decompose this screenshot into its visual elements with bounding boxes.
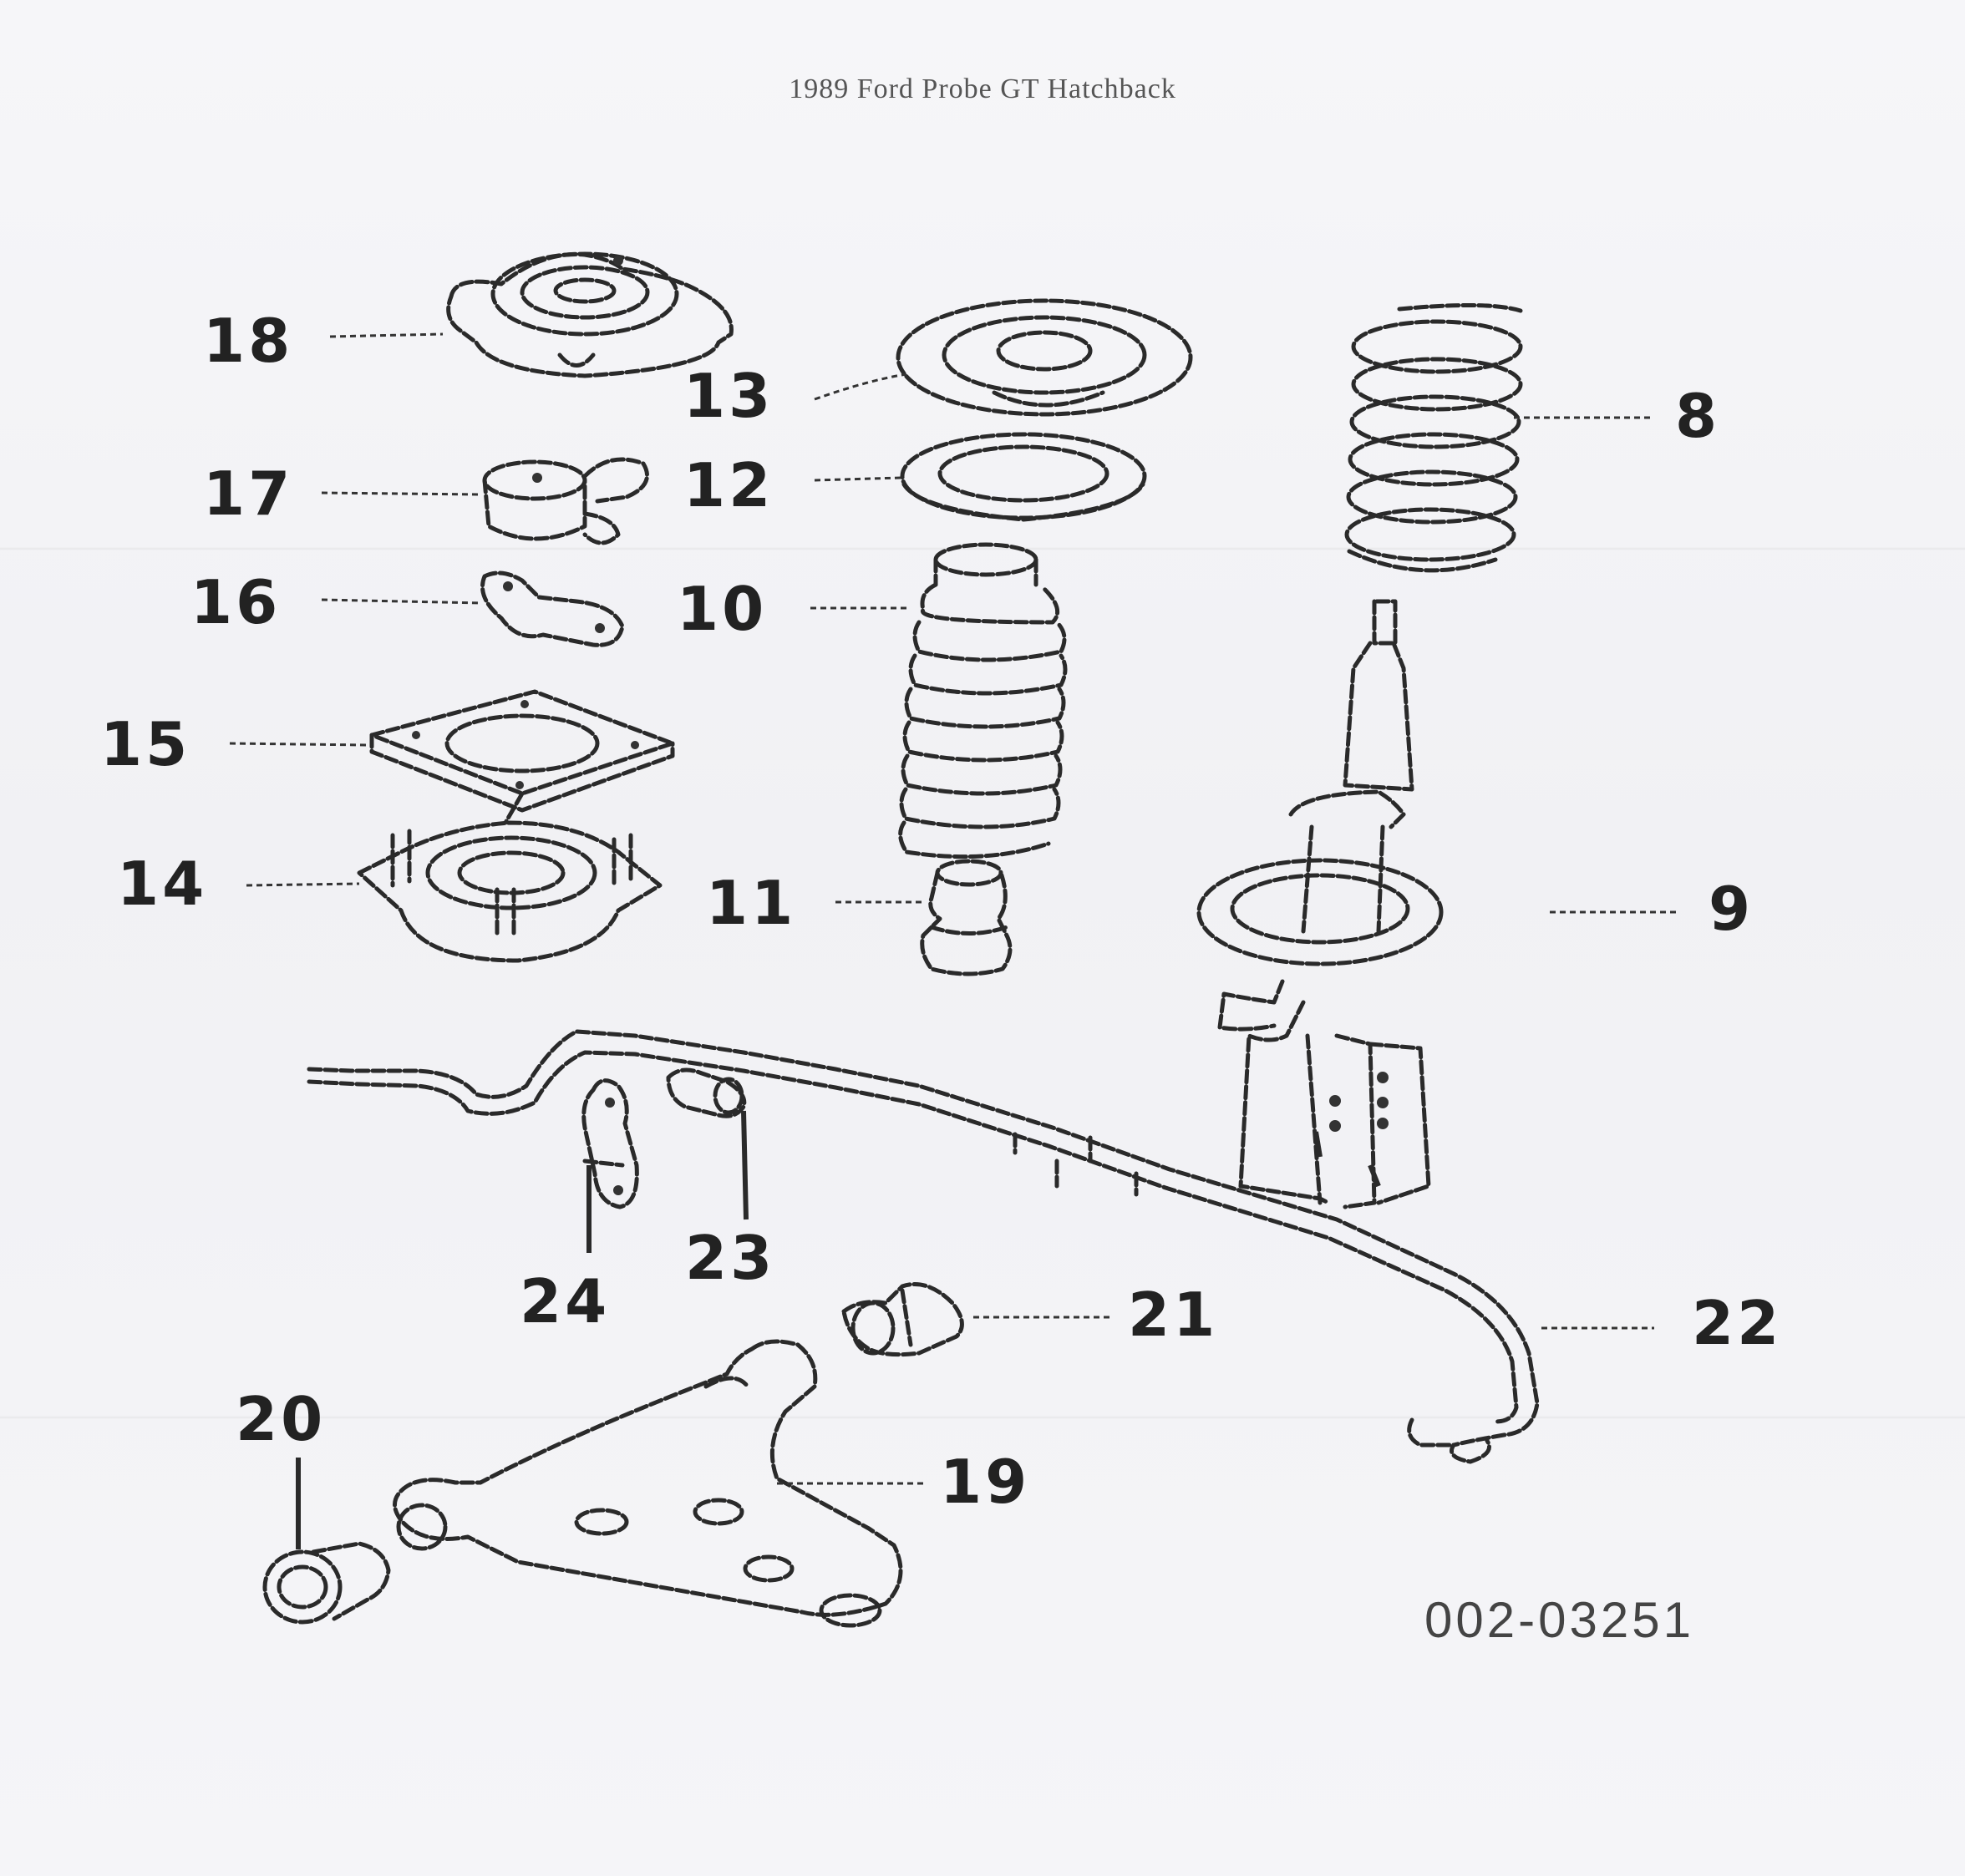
part-10-dust-boot bbox=[898, 542, 1068, 859]
callout-16: 16 bbox=[190, 567, 282, 637]
callout-24: 24 bbox=[520, 1266, 611, 1336]
paper-fold-line bbox=[0, 1416, 1965, 1419]
callout-13: 13 bbox=[683, 361, 774, 431]
document-title: 1989 Ford Probe GT Hatchback bbox=[789, 74, 1176, 104]
paper-fold-line bbox=[0, 547, 1965, 550]
callout-23: 23 bbox=[685, 1223, 776, 1293]
callout-15: 15 bbox=[100, 709, 191, 779]
part-8-coil-spring bbox=[1344, 302, 1523, 573]
part-20-bushing bbox=[262, 1541, 391, 1625]
part-23-stabilizer-bushing bbox=[666, 1067, 747, 1118]
part-15-plate bbox=[369, 689, 675, 825]
part-19-lower-control-arm bbox=[393, 1339, 903, 1628]
callout-10: 10 bbox=[677, 574, 768, 644]
callout-18: 18 bbox=[203, 306, 294, 376]
callout-12: 12 bbox=[683, 450, 774, 520]
leader-lines bbox=[229, 332, 1679, 1549]
callout-8: 8 bbox=[1675, 381, 1721, 451]
callout-21: 21 bbox=[1128, 1280, 1219, 1350]
part-number: 002-03251 bbox=[1424, 1592, 1694, 1648]
part-12-insulator bbox=[900, 432, 1147, 522]
callout-11: 11 bbox=[706, 868, 797, 938]
callout-19: 19 bbox=[940, 1447, 1031, 1517]
part-21-control-arm-bushing bbox=[841, 1282, 964, 1357]
part-16-bracket bbox=[480, 570, 625, 647]
callout-20: 20 bbox=[236, 1384, 327, 1454]
part-14-spring-seat bbox=[357, 820, 663, 963]
callout-14: 14 bbox=[117, 849, 208, 919]
part-9-strut-assembly bbox=[1196, 599, 1444, 1209]
part-17-bushing bbox=[482, 457, 649, 545]
callout-9: 9 bbox=[1709, 874, 1754, 944]
part-11-bump-stop bbox=[920, 859, 1013, 976]
part-13-upper-seat bbox=[896, 298, 1193, 417]
part-24-stabilizer-bracket bbox=[581, 1078, 639, 1209]
callout-22: 22 bbox=[1692, 1288, 1783, 1358]
part-18-upper-mount bbox=[446, 251, 734, 378]
callout-17: 17 bbox=[203, 459, 294, 529]
part-22-stabilizer-bar bbox=[307, 1029, 1540, 1464]
